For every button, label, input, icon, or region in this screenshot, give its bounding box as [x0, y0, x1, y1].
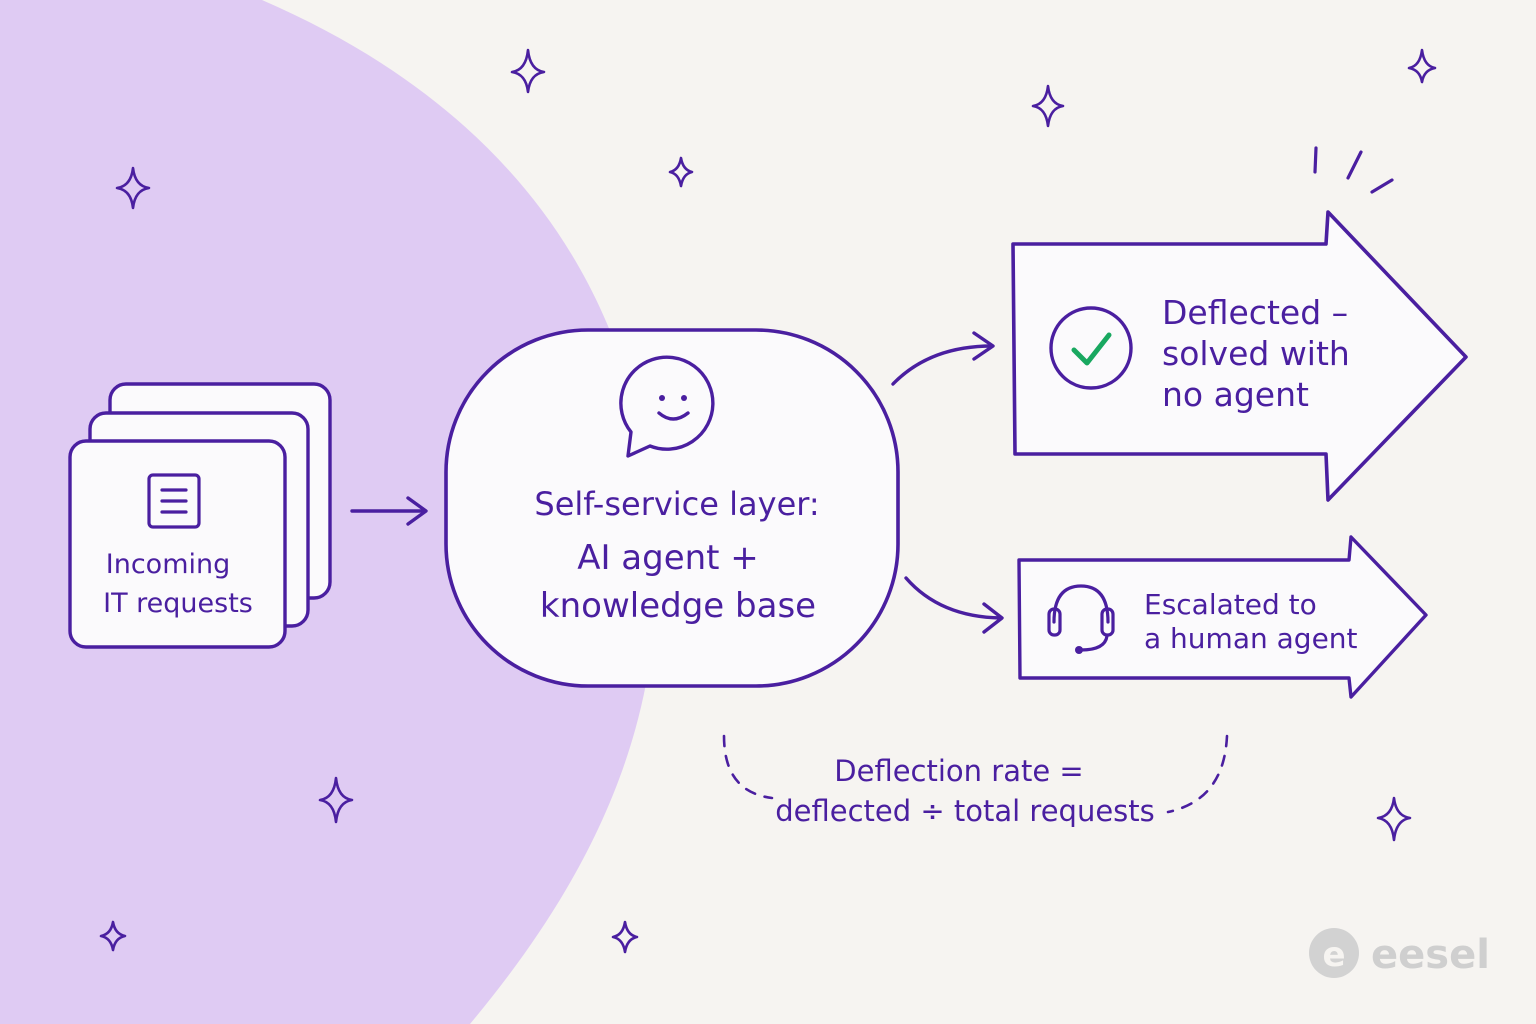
document-icon	[147, 473, 201, 529]
deflected-label-line1: Deflected –	[1162, 293, 1348, 332]
deflected-label-line3: no agent	[1162, 375, 1309, 414]
deflected-outcome-arrow	[1011, 210, 1468, 502]
sparkle-icon	[1031, 84, 1065, 128]
sparkle-icon	[668, 156, 694, 188]
sparkle-icon	[1376, 796, 1412, 842]
sparkle-icon	[318, 776, 354, 824]
self-service-label-line3: knowledge base	[540, 586, 816, 626]
arrow-to-self-service	[350, 496, 428, 526]
sparkle-icon	[611, 920, 639, 954]
incoming-label-line2: IT requests	[103, 588, 253, 619]
formula-line1: Deflection rate =	[834, 754, 1083, 788]
eesel-logo-icon: e	[1309, 928, 1359, 978]
sparkles	[99, 48, 1437, 954]
formula-bracket	[722, 734, 1229, 814]
brand-name: eesel	[1371, 932, 1490, 978]
incoming-requests-card	[68, 382, 332, 649]
self-service-label-line2: AI agent +	[577, 538, 759, 578]
incoming-label-line1: Incoming	[106, 549, 231, 580]
escalated-label-line1: Escalated to	[1144, 588, 1317, 621]
arrow-to-escalated	[904, 576, 1004, 634]
sparkle-icon	[99, 920, 127, 952]
deflected-label-line2: solved with	[1162, 334, 1350, 373]
check-circle-icon	[1049, 306, 1133, 390]
arrow-to-deflected	[891, 331, 995, 386]
svg-text:e: e	[1322, 935, 1345, 975]
sparkle-icon	[115, 166, 151, 210]
chat-smile-icon	[619, 355, 715, 458]
escalated-label-line2: a human agent	[1144, 622, 1358, 655]
self-service-label-line1: Self-service layer:	[534, 485, 819, 523]
self-service-layer-box	[444, 328, 900, 688]
card-front	[68, 439, 287, 649]
sparkle-icon	[510, 48, 546, 94]
formula-line2: deflected ÷ total requests	[775, 794, 1155, 828]
escalated-outcome-arrow	[1017, 535, 1428, 699]
headset-icon	[1047, 584, 1115, 654]
check-mark-icon	[1071, 332, 1112, 366]
emphasis-lines	[1313, 146, 1394, 194]
sparkle-icon	[1407, 48, 1437, 84]
